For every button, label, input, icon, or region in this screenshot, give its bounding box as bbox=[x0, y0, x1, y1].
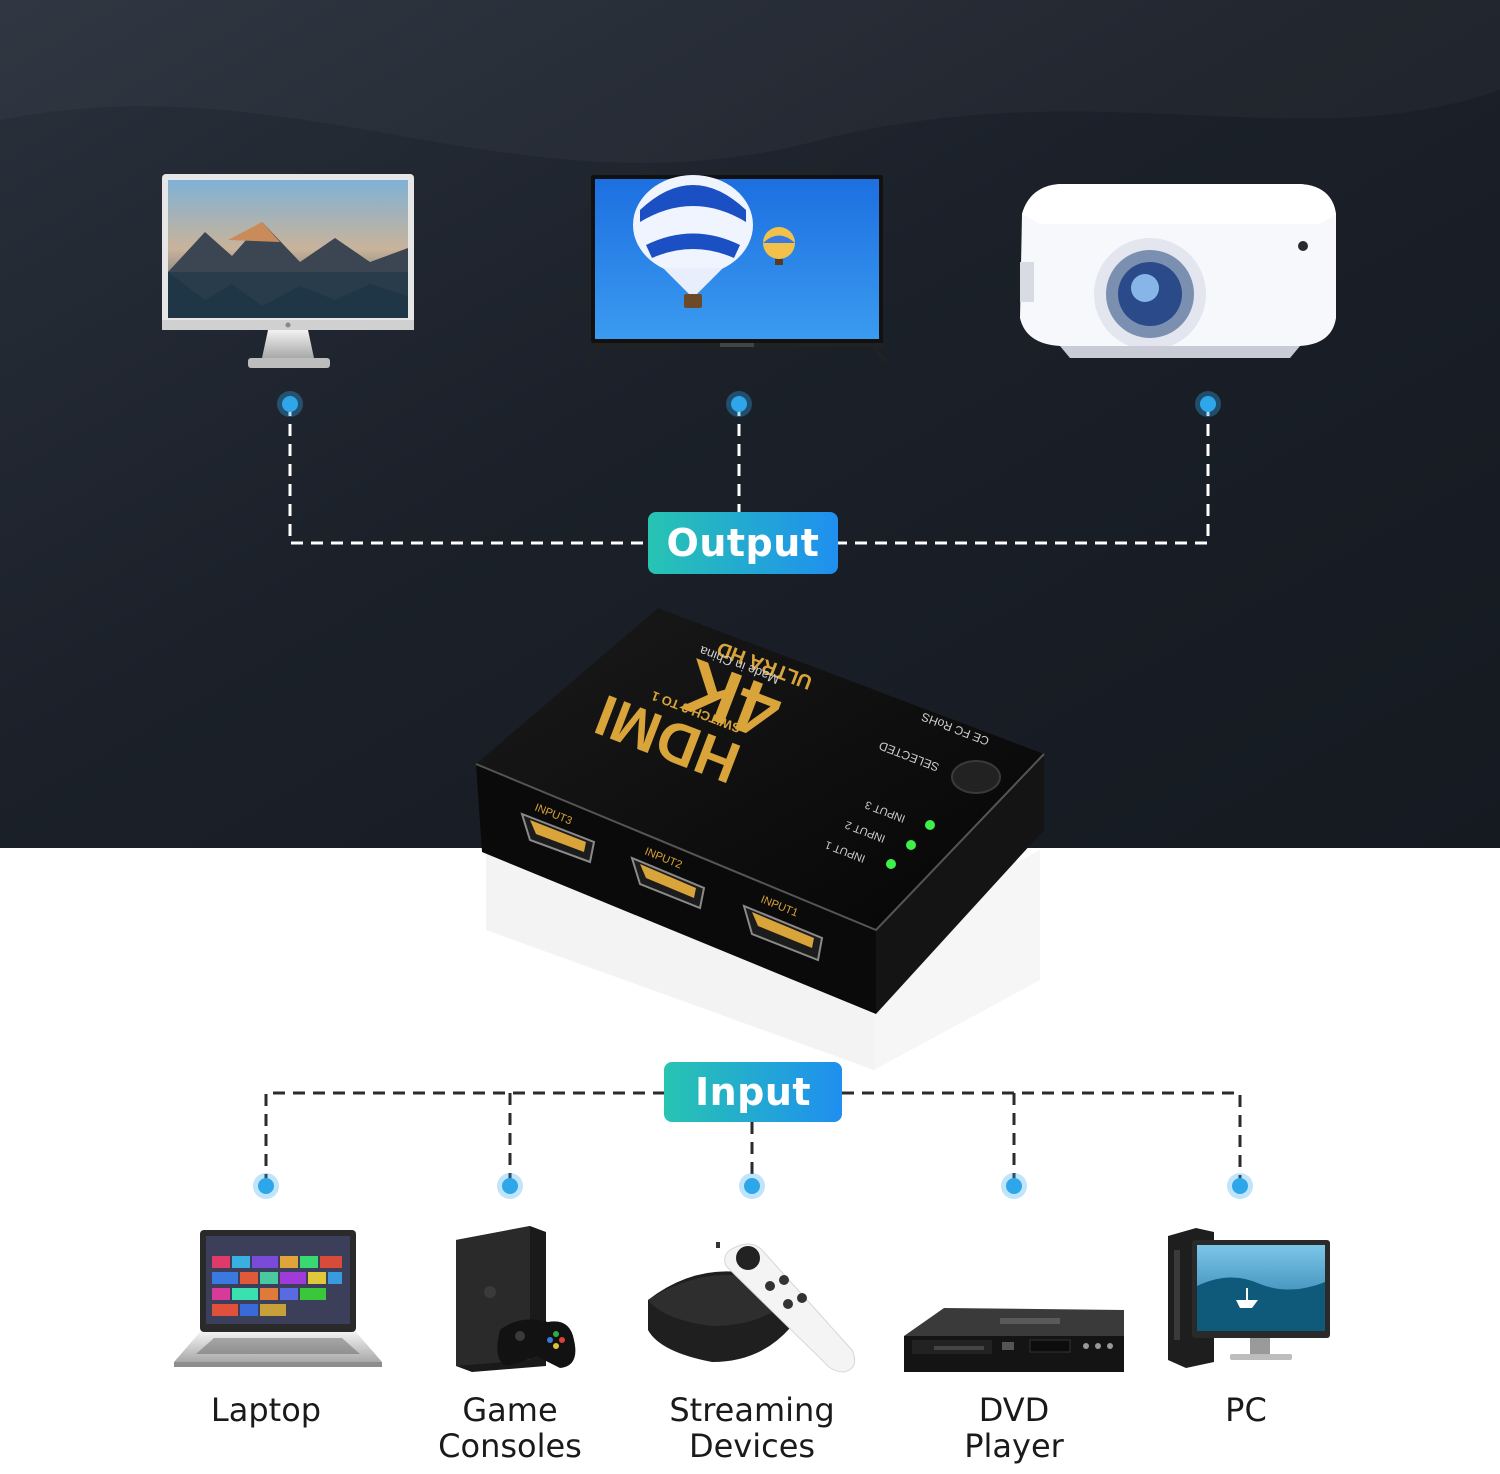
game-label-line1: Game bbox=[462, 1391, 558, 1429]
streaming-label-line1: Streaming bbox=[669, 1391, 835, 1429]
laptop-label: Laptop bbox=[210, 1391, 322, 1429]
source-label-game-consoles: Game Consoles bbox=[410, 1392, 610, 1464]
input-badge: Input bbox=[664, 1062, 842, 1122]
led-input-1 bbox=[886, 859, 896, 869]
monitor-icon bbox=[162, 174, 414, 368]
led-input-2 bbox=[906, 840, 916, 850]
dvd-label-line1: DVD bbox=[978, 1391, 1050, 1429]
source-label-streaming-devices: Streaming Devices bbox=[642, 1392, 862, 1464]
output-dots bbox=[277, 391, 1221, 417]
led-input-3 bbox=[925, 820, 935, 830]
input-connectors bbox=[264, 1091, 1242, 1186]
tv-icon bbox=[586, 175, 888, 363]
pc-icon bbox=[1168, 1228, 1330, 1368]
source-label-laptop: Laptop bbox=[166, 1392, 366, 1428]
dvd-label-line2: Player bbox=[964, 1427, 1064, 1465]
select-button bbox=[951, 760, 1001, 794]
input-dot-pc bbox=[1232, 1178, 1248, 1194]
game-label-line2: Consoles bbox=[438, 1427, 582, 1465]
input-dot-streaming bbox=[744, 1178, 760, 1194]
input-dots bbox=[253, 1173, 1253, 1199]
output-connectors bbox=[288, 404, 1210, 545]
source-label-dvd-player: DVD Player bbox=[914, 1392, 1114, 1464]
input-dot-dvd bbox=[1006, 1178, 1022, 1194]
input-dot-laptop bbox=[258, 1178, 274, 1194]
dvd-player-icon bbox=[904, 1308, 1124, 1372]
source-label-pc: PC bbox=[1146, 1392, 1346, 1428]
laptop-icon bbox=[174, 1230, 382, 1367]
hdmi-switch-device: HDMI 4K SWITCH 3 TO 1 ULTRA HD Made in C… bbox=[475, 608, 1045, 1070]
game-console-icon bbox=[456, 1226, 576, 1372]
output-badge: Output bbox=[648, 512, 838, 574]
streaming-box-icon bbox=[648, 1242, 856, 1373]
pc-label: PC bbox=[1225, 1391, 1267, 1429]
projector-icon bbox=[1020, 184, 1336, 358]
streaming-label-line2: Devices bbox=[688, 1427, 816, 1465]
input-dot-console bbox=[502, 1178, 518, 1194]
